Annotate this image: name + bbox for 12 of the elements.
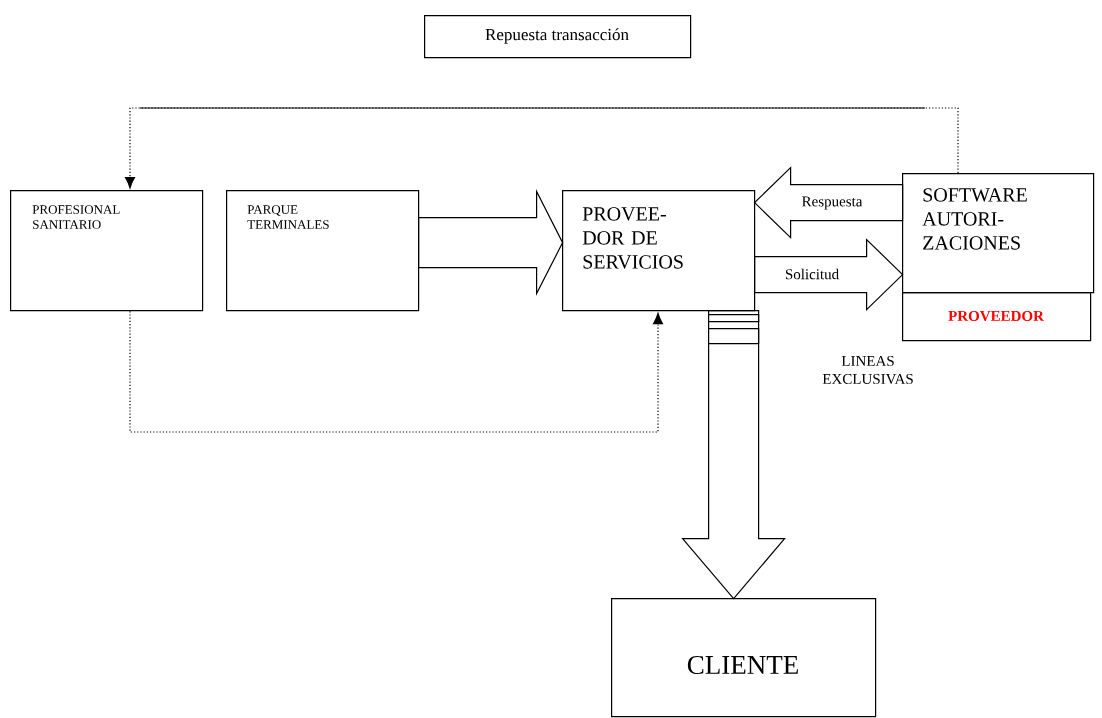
process-box: CLIENTE	[611, 598, 877, 718]
edge-label: Solicitud	[783, 267, 841, 281]
process-box: PROVEEDOR	[902, 292, 1092, 342]
process-box: PARQUE TERMINALES	[226, 190, 420, 312]
process-box: SOFTWARE AUTORI- ZACIONES	[902, 173, 1095, 294]
edge-label: Respuesta	[800, 195, 864, 211]
process-box: PROVEE- DOR DE SERVICIOS	[562, 190, 756, 312]
text-label: LINEAS EXCLUSIVAS	[822, 355, 913, 385]
process-box: PROFESIONAL SANITARIO	[10, 190, 204, 312]
dotted-arrow	[129, 310, 663, 433]
dotted-arrow	[125, 107, 959, 189]
process-box: Repuesta transacción	[424, 15, 692, 59]
